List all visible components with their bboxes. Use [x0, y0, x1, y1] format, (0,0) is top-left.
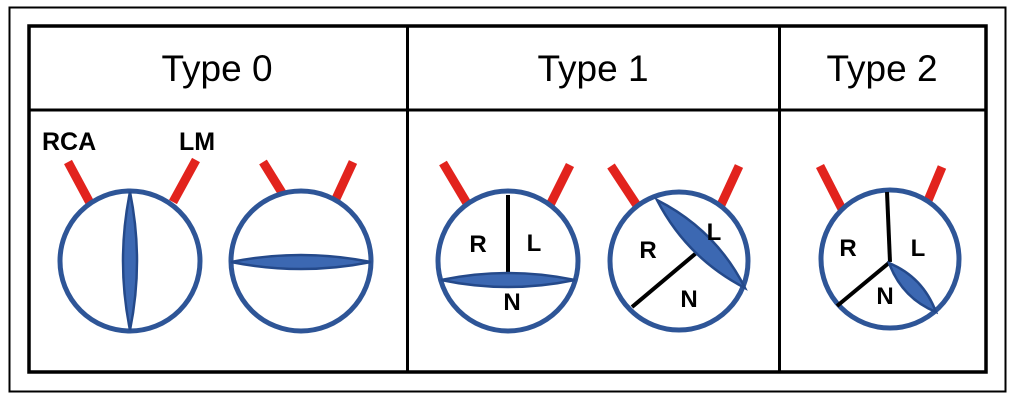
commissure-line-lower-left — [835, 260, 892, 308]
valve-type1-first: R L N — [435, 160, 581, 334]
valve-type1-second: R L N — [607, 163, 751, 333]
cusp-label-r: R — [839, 235, 856, 262]
raphe-lens — [654, 197, 748, 291]
header-type-1: Type 1 — [537, 48, 648, 89]
commissure-line-top — [885, 191, 892, 263]
cusp-label-r: R — [639, 237, 656, 264]
rca-artery-line — [64, 159, 94, 206]
cusp-label-l: L — [707, 219, 722, 246]
outer-border — [8, 6, 1007, 393]
cusp-label-n: N — [876, 283, 893, 310]
valve-type0-vertical-raphe — [57, 157, 203, 334]
rca-artery-line — [607, 163, 642, 210]
valve-type2: R L N — [815, 163, 962, 331]
rca-artery-line — [439, 160, 472, 208]
raphe-lens — [886, 260, 939, 315]
valve-type0-horizontal-raphe — [228, 159, 374, 334]
commissure-line — [630, 247, 703, 309]
raphe-lens — [121, 191, 139, 331]
lm-label: LM — [179, 128, 215, 156]
lm-artery-line — [169, 157, 200, 205]
header-type-0: Type 0 — [161, 48, 272, 89]
header-type-2: Type 2 — [826, 48, 937, 89]
lm-artery-line — [715, 164, 744, 209]
cusp-label-l: L — [527, 230, 542, 257]
cusp-label-l: L — [911, 235, 926, 262]
rca-artery-line — [815, 163, 848, 214]
lm-artery-line — [544, 162, 575, 210]
raphe-lens — [440, 271, 576, 289]
cusp-label-n: N — [680, 286, 697, 313]
lm-artery-line — [329, 160, 358, 205]
cusp-label-n: N — [503, 289, 520, 316]
table-border — [27, 24, 988, 374]
raphe-lens — [230, 253, 372, 271]
rca-label: RCA — [42, 128, 96, 156]
cusp-label-r: R — [469, 231, 486, 258]
